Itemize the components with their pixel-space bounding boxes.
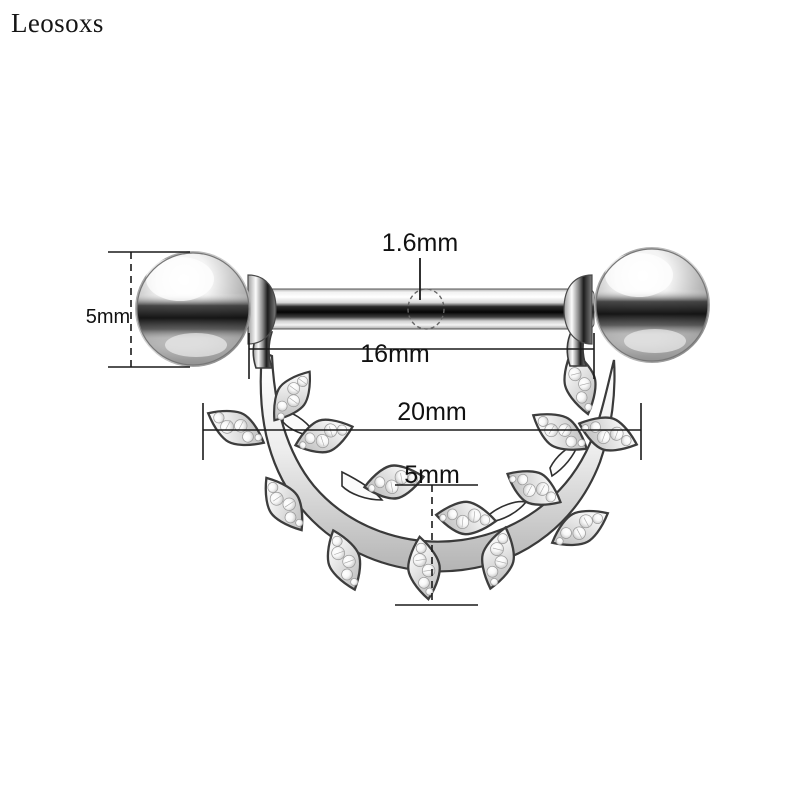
leaf	[543, 498, 617, 558]
dim-label-bar-thickness: 1.6mm	[381, 229, 459, 257]
dim-label-pendant-width: 20mm	[397, 398, 467, 426]
right-collar	[563, 274, 593, 345]
left-ball	[135, 251, 251, 367]
dim-label-bar-length: 16mm	[360, 340, 430, 368]
dim-label-pendant-drop: 5mm	[404, 461, 460, 489]
dim-pendant-width	[202, 403, 642, 460]
barbell-collars	[247, 274, 593, 345]
leaf	[498, 458, 570, 518]
vine-stem	[259, 350, 616, 573]
right-ball	[594, 247, 710, 363]
leaf	[199, 398, 273, 458]
leaf	[360, 459, 428, 505]
dim-bar-length	[248, 333, 595, 379]
leaf	[252, 467, 316, 541]
left-collar	[247, 274, 277, 345]
leaf	[317, 523, 371, 597]
brand-logo: Leosoxs	[11, 8, 104, 38]
leaf	[555, 345, 605, 419]
leaf	[433, 497, 499, 539]
dim-ball-size	[108, 251, 190, 368]
leaf	[473, 522, 523, 594]
dim-pendant-drop	[395, 484, 478, 606]
barbell-seam	[407, 288, 445, 330]
dim-label-ball-size: 5mm	[85, 306, 131, 328]
leaf	[402, 533, 446, 603]
leaf	[261, 361, 323, 431]
